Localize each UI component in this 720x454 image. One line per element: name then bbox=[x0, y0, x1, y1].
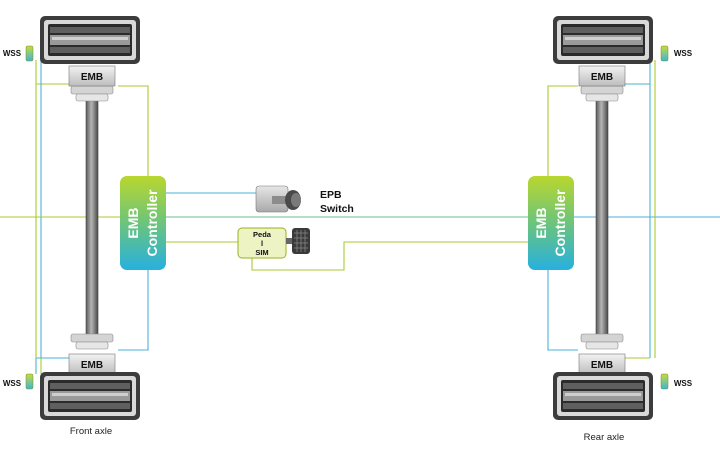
controller-label-line1: EMB bbox=[533, 207, 549, 238]
rear-axle-assembly: EMB EMB Rear axle bbox=[553, 16, 653, 443]
wiring bbox=[0, 60, 720, 374]
wss-sensor-front-bottom: WSS bbox=[3, 373, 34, 390]
rear-right-bottom-wheel bbox=[553, 372, 653, 420]
epb-label-line1: EPB bbox=[320, 189, 342, 201]
wss-label: WSS bbox=[674, 379, 693, 388]
front-bottom-emb-label: EMB bbox=[81, 360, 103, 371]
pedal-wire-right bbox=[251, 241, 529, 271]
front-top-coupling bbox=[70, 85, 114, 102]
pedal-sim-label-line1: Peda bbox=[253, 230, 272, 239]
wss-sensor-rear-top: WSS bbox=[660, 45, 693, 62]
controller-label-line2: Controller bbox=[552, 189, 568, 256]
epb-switch: EPB Switch bbox=[255, 185, 354, 215]
wss-sensor-front-top: WSS bbox=[3, 45, 34, 62]
rear-right-top-wheel bbox=[553, 16, 653, 64]
wss-label: WSS bbox=[3, 379, 22, 388]
emb-wire-front-top bbox=[118, 85, 149, 178]
front-axle-shaft bbox=[85, 99, 99, 345]
wss-sensor-rear-bottom: WSS bbox=[660, 373, 693, 390]
controller-label-line2: Controller bbox=[144, 189, 160, 256]
pedal-sim-label-line3: SIM bbox=[255, 248, 268, 257]
rear-bottom-emb-label: EMB bbox=[591, 360, 613, 371]
rear-axle-shaft bbox=[595, 99, 609, 345]
rear-bottom-coupling bbox=[580, 333, 624, 350]
rear-axle-label: Rear axle bbox=[584, 432, 625, 443]
front-top-emb-label: EMB bbox=[81, 72, 103, 83]
pedal-simulator: Peda l SIM bbox=[237, 227, 310, 259]
epb-label-line2: Switch bbox=[320, 203, 354, 215]
wss-label: WSS bbox=[674, 49, 693, 58]
front-left-bottom-wheel bbox=[40, 372, 140, 420]
rear-emb-controller: EMB Controller bbox=[528, 176, 574, 270]
pedal-sim-label-line2: l bbox=[261, 239, 263, 248]
controller-label-line1: EMB bbox=[125, 207, 141, 238]
front-axle-assembly: EMB EMB Front axle bbox=[40, 16, 140, 437]
emb-wire-rear-bottom bbox=[547, 268, 578, 351]
front-emb-controller: EMB Controller bbox=[120, 176, 166, 270]
emb-wire-rear-top bbox=[547, 85, 578, 178]
wss-label: WSS bbox=[3, 49, 22, 58]
front-axle-label: Front axle bbox=[70, 426, 112, 437]
front-bottom-coupling bbox=[70, 333, 114, 350]
front-left-top-wheel bbox=[40, 16, 140, 64]
rear-top-emb-label: EMB bbox=[591, 72, 613, 83]
emb-wire-front-bottom bbox=[118, 268, 149, 351]
rear-top-coupling bbox=[580, 85, 624, 102]
